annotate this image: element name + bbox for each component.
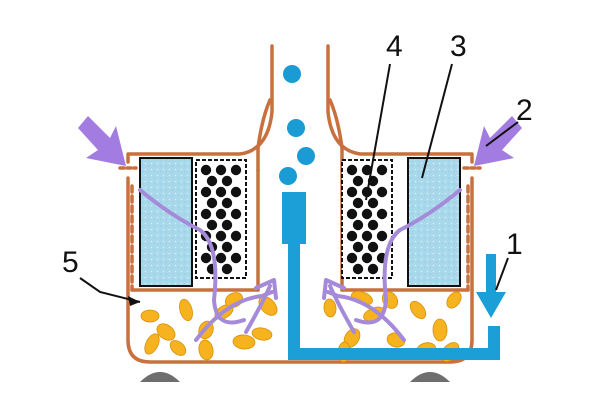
charcoal-piece xyxy=(215,208,227,220)
support-feet xyxy=(140,372,450,382)
charcoal-piece xyxy=(206,219,218,231)
charcoal-piece xyxy=(215,186,227,198)
water-pipe xyxy=(282,192,500,360)
granule xyxy=(140,309,160,323)
charcoal-piece xyxy=(206,197,218,209)
charcoal-piece xyxy=(367,219,379,231)
charcoal-piece xyxy=(346,164,358,176)
leader-arrowhead xyxy=(128,296,140,306)
charcoal-piece xyxy=(361,252,373,264)
charcoal-piece xyxy=(230,230,242,242)
charcoal-piece xyxy=(215,230,227,242)
charcoal-piece xyxy=(200,186,212,198)
charcoal-piece xyxy=(352,197,364,209)
charcoal-piece xyxy=(200,164,212,176)
charcoal-piece xyxy=(346,252,358,264)
charcoal-piece xyxy=(215,164,227,176)
charcoal-piece xyxy=(221,241,233,253)
granule xyxy=(198,339,214,361)
airflow-arrowheads xyxy=(254,278,346,300)
granule xyxy=(432,318,448,342)
callout-5: 5 xyxy=(62,246,79,279)
charcoal-piece xyxy=(361,230,373,242)
charcoal-granules xyxy=(200,164,388,275)
charcoal-piece xyxy=(206,175,218,187)
charcoal-piece xyxy=(376,230,388,242)
granule xyxy=(251,327,273,341)
callout-3: 3 xyxy=(450,30,467,63)
charcoal-piece xyxy=(346,208,358,220)
granule xyxy=(179,298,193,322)
arrow-down-right-icon xyxy=(78,116,126,166)
charcoal-piece xyxy=(230,186,242,198)
charcoal-piece xyxy=(230,164,242,176)
charcoal-piece xyxy=(367,197,379,209)
charcoal-piece xyxy=(215,252,227,264)
charcoal-piece xyxy=(230,208,242,220)
callout-4: 4 xyxy=(386,30,403,63)
callout-1: 1 xyxy=(506,228,523,261)
charcoal-piece xyxy=(346,186,358,198)
charcoal-piece xyxy=(221,197,233,209)
granule xyxy=(409,300,427,320)
leader-lines xyxy=(79,63,519,303)
charcoal-piece xyxy=(361,208,373,220)
granule xyxy=(232,334,256,350)
charcoal-piece xyxy=(221,219,233,231)
charcoal-piece xyxy=(230,252,242,264)
callout-2: 2 xyxy=(516,94,533,127)
granule xyxy=(323,298,337,318)
charcoal-piece xyxy=(200,208,212,220)
charcoal-piece xyxy=(361,164,373,176)
charcoal-piece xyxy=(346,230,358,242)
charcoal-piece xyxy=(352,241,364,253)
charcoal-piece xyxy=(352,175,364,187)
arrow-down-icon xyxy=(476,254,506,318)
charcoal-piece xyxy=(376,186,388,198)
granule xyxy=(144,333,160,355)
granule xyxy=(156,323,176,341)
charcoal-piece xyxy=(221,263,233,275)
charcoal-piece xyxy=(376,208,388,220)
granule xyxy=(446,291,462,309)
air-bubbles xyxy=(279,65,315,185)
granule xyxy=(169,340,187,356)
charcoal-piece xyxy=(200,252,212,264)
charcoal-piece xyxy=(367,263,379,275)
charcoal-piece xyxy=(367,241,379,253)
charcoal-piece xyxy=(376,164,388,176)
charcoal-piece xyxy=(352,263,364,275)
charcoal-piece xyxy=(352,219,364,231)
airflow-paths xyxy=(138,188,462,342)
charcoal-piece xyxy=(221,175,233,187)
